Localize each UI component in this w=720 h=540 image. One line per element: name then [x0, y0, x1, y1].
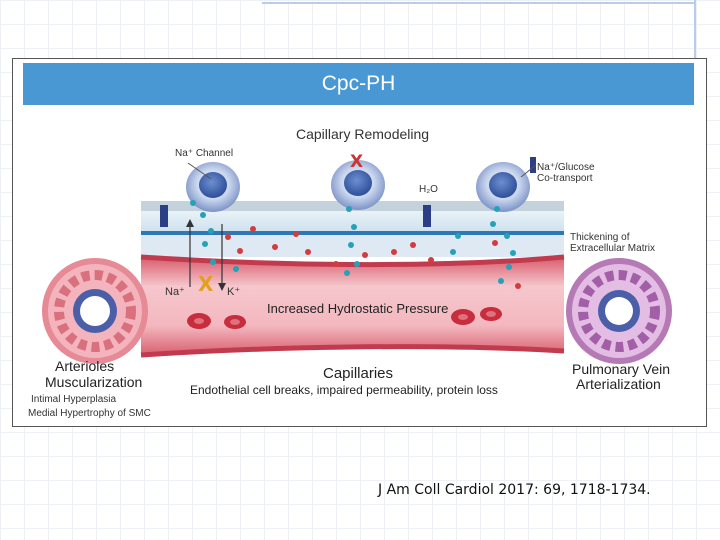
blocked-mark: X [198, 272, 214, 296]
figure-panel: Cpc-PH Capillary Remode [12, 58, 707, 427]
na-glucose-label: Na⁺/Glucose [537, 162, 595, 173]
na-channel-label: Na⁺ Channel [175, 148, 233, 159]
pressure-label: Increased Hydrostatic Pressure [267, 301, 448, 316]
medial-hypertrophy-label: Medial Hypertrophy of SMC [28, 408, 151, 419]
basement-membrane [141, 231, 564, 235]
pulmonary-vein-label: Pulmonary Vein [572, 361, 670, 377]
muscularization-label: Muscularization [45, 374, 142, 390]
blocked-mark: X [350, 152, 363, 172]
na-channel [160, 205, 168, 227]
arterioles-label: Arterioles [55, 358, 114, 374]
capillaries-description: Endothelial cell breaks, impaired permea… [190, 383, 498, 397]
citation: J Am Coll Cardiol 2017: 69, 1718-1734. [378, 482, 651, 498]
arteriole-cross-section [45, 261, 145, 361]
capillary-diagram: Capillary Remodeling X X [13, 59, 708, 428]
arterialization-label: Arterialization [576, 376, 661, 392]
endothelial-cell [476, 162, 530, 212]
capillaries-label: Capillaries [323, 365, 393, 382]
pulmonary-vein-cross-section [569, 261, 669, 361]
na-glucose-transporter [530, 157, 536, 173]
intimal-hyperplasia-label: Intimal Hyperplasia [31, 394, 116, 405]
thickening-label: Thickening of [570, 232, 630, 243]
h2o-label: H₂O [419, 184, 438, 195]
k-ion-label: K⁺ [227, 286, 240, 298]
decorative-line [262, 2, 696, 18]
aquaporin-channel [423, 205, 431, 227]
na-ion-label: Na⁺ [165, 286, 185, 298]
co-transport-label: Co-transport [537, 173, 593, 184]
decorative-line [694, 0, 696, 58]
extracellular-matrix-label: Extracellular Matrix [570, 243, 655, 254]
section-title: Capillary Remodeling [296, 126, 429, 142]
